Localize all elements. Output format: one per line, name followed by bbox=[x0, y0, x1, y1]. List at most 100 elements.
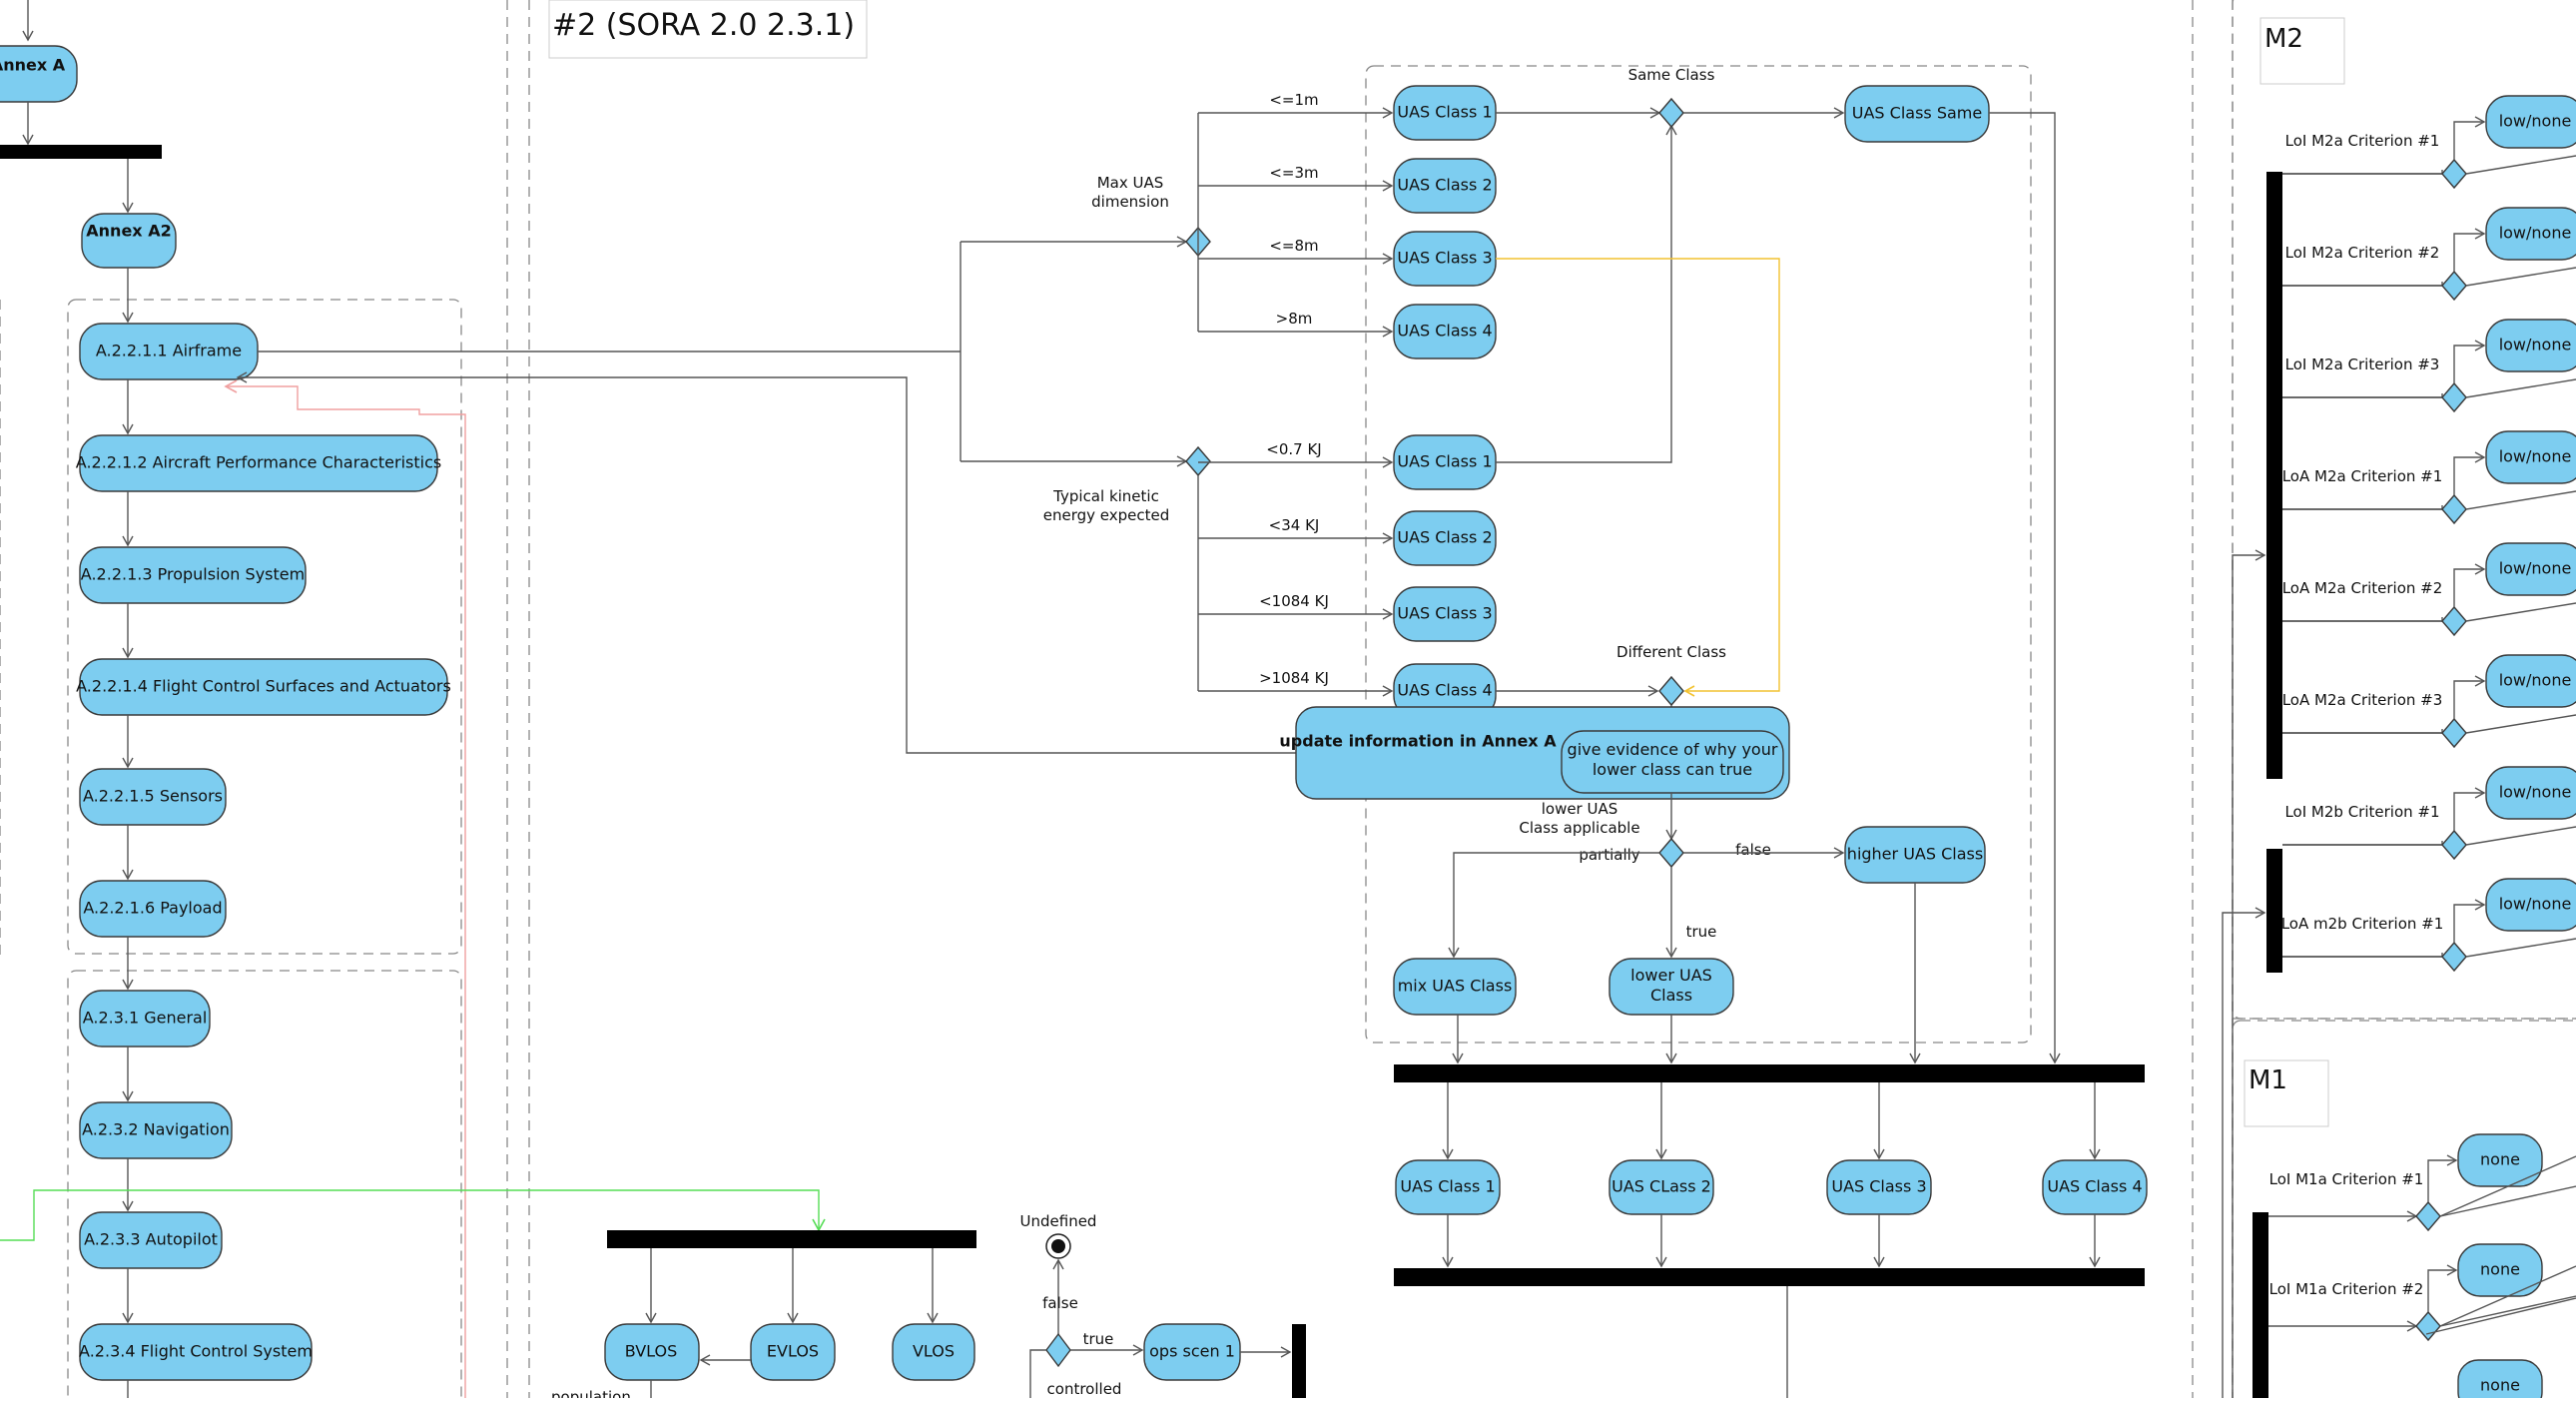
left-item-6[interactable]: A.2.2.1.6 Payload bbox=[79, 880, 227, 938]
m2-criterion-label-1: LoI M2a Criterion #1 bbox=[2285, 132, 2440, 150]
left-item-5[interactable]: A.2.2.1.5 Sensors bbox=[79, 768, 227, 826]
flow-edge bbox=[2465, 938, 2576, 958]
m1-panel-title: M1 bbox=[2249, 1065, 2287, 1095]
m2-level-node-5[interactable]: low/none bbox=[2485, 542, 2576, 596]
flow-edge bbox=[2222, 907, 2266, 1398]
result-class-node-3[interactable]: UAS Class 3 bbox=[1826, 1159, 1932, 1215]
guard-false: false bbox=[1735, 841, 1771, 859]
result-class-node-2-label: UAS CLass 2 bbox=[1611, 1177, 1711, 1196]
m1a-fork-bar bbox=[2253, 1212, 2268, 1403]
flow-edge bbox=[2453, 228, 2486, 272]
energy-class-node-3[interactable]: UAS Class 3 bbox=[1393, 586, 1497, 642]
m2-criterion-decision-7 bbox=[2441, 829, 2467, 861]
m2-panel-frame bbox=[2232, 0, 2576, 1020]
flow-edge bbox=[2439, 1265, 2576, 1327]
m1-extra-level-node[interactable]: none bbox=[2457, 1359, 2543, 1403]
left-item-3[interactable]: A.2.2.1.3 Propulsion System bbox=[79, 546, 307, 604]
energy-class-node-2-label: UAS Class 2 bbox=[1397, 528, 1492, 547]
result-class-node-2[interactable]: UAS CLass 2 bbox=[1609, 1159, 1714, 1215]
left-item-1[interactable]: A.2.2.1.1 Airframe bbox=[79, 323, 259, 380]
update-annex-edge bbox=[236, 371, 1298, 754]
m2-title-box bbox=[2259, 17, 2345, 85]
energy-class-node-1[interactable]: UAS Class 1 bbox=[1393, 434, 1497, 490]
energy-guard-4: >1084 KJ bbox=[1259, 669, 1329, 687]
higher-class-node[interactable]: higher UAS Class bbox=[1844, 826, 1986, 884]
left-item-8[interactable]: A.2.3.2 Navigation bbox=[79, 1101, 233, 1159]
left-item-3-label: A.2.2.1.3 Propulsion System bbox=[81, 565, 305, 584]
m1-level-node-2[interactable]: none bbox=[2457, 1243, 2543, 1297]
left-item-2[interactable]: A.2.2.1.2 Aircraft Performance Character… bbox=[76, 434, 441, 492]
m2a-fork-bar bbox=[2266, 172, 2282, 779]
m1-level-node-1[interactable]: none bbox=[2457, 1133, 2543, 1187]
m2-level-node-3[interactable]: low/none bbox=[2485, 319, 2576, 372]
energy-guard-3: <1084 KJ bbox=[1259, 592, 1329, 610]
dimension-class-node-1[interactable]: UAS Class 1 bbox=[1393, 85, 1497, 141]
guard-true-bottom: true bbox=[1083, 1330, 1114, 1348]
dimension-guard-1: <=1m bbox=[1269, 91, 1318, 109]
vlos-node[interactable]: VLOS bbox=[892, 1323, 975, 1381]
m2-level-node-7[interactable]: low/none bbox=[2485, 766, 2576, 820]
left-item-10[interactable]: A.2.3.4 Flight Control System bbox=[79, 1323, 313, 1381]
flow-edge bbox=[1029, 1349, 1046, 1398]
flow-edge bbox=[2453, 563, 2486, 607]
left-item-7[interactable]: A.2.3.1 General bbox=[79, 990, 211, 1048]
mix-class-node[interactable]: mix UAS Class bbox=[1393, 958, 1517, 1016]
left-item-4-label: A.2.2.1.4 Flight Control Surfaces and Ac… bbox=[76, 677, 451, 696]
m2-level-node-2[interactable]: low/none bbox=[2485, 207, 2576, 261]
m1-level-node-2-label: none bbox=[2480, 1260, 2520, 1279]
left-item-9[interactable]: A.2.3.3 Autopilot bbox=[79, 1211, 223, 1269]
result-class-node-4[interactable]: UAS Class 4 bbox=[2042, 1159, 2148, 1215]
m1-title-box bbox=[2244, 1059, 2329, 1127]
guard-true: true bbox=[1686, 923, 1717, 941]
left-item-4[interactable]: A.2.2.1.4 Flight Control Surfaces and Ac… bbox=[76, 658, 451, 716]
m2-criterion-decision-8 bbox=[2441, 941, 2467, 973]
m2-level-node-1[interactable]: low/none bbox=[2485, 95, 2576, 149]
m2-criterion-decision-6 bbox=[2441, 717, 2467, 749]
dimension-class-node-1-label: UAS Class 1 bbox=[1397, 103, 1492, 122]
left-item-9-label: A.2.3.3 Autopilot bbox=[84, 1230, 218, 1249]
flow-edge bbox=[2453, 451, 2486, 495]
result-class-node-1[interactable]: UAS Class 1 bbox=[1395, 1159, 1501, 1215]
guard-partially: partially bbox=[1579, 846, 1639, 864]
different-class-edge bbox=[1496, 258, 1780, 697]
dimension-class-node-2[interactable]: UAS Class 2 bbox=[1393, 158, 1497, 214]
m1-criterion-decision-2 bbox=[2415, 1310, 2441, 1342]
m2-level-node-8-label: low/none bbox=[2499, 895, 2572, 914]
dimension-class-node-3[interactable]: UAS Class 3 bbox=[1393, 231, 1497, 287]
dimension-guard-3: <=8m bbox=[1269, 237, 1318, 255]
evlos-node[interactable]: EVLOS bbox=[750, 1323, 836, 1381]
bvlos-node[interactable]: BVLOS bbox=[604, 1323, 700, 1381]
diagram-title-box bbox=[548, 0, 868, 59]
m2-criterion-decision-4 bbox=[2441, 493, 2467, 525]
left-item-5-label: A.2.2.1.5 Sensors bbox=[83, 787, 223, 806]
left-item-2-label: A.2.2.1.2 Aircraft Performance Character… bbox=[76, 453, 441, 472]
result-class-node-4-label: UAS Class 4 bbox=[2047, 1177, 2142, 1196]
energy-class-node-1-label: UAS Class 1 bbox=[1397, 452, 1492, 471]
energy-class-node-2[interactable]: UAS Class 2 bbox=[1393, 510, 1497, 566]
annex-a-node[interactable]: Annex A bbox=[0, 45, 78, 103]
dimension-guard-2: <=3m bbox=[1269, 164, 1318, 182]
m2-level-node-6[interactable]: low/none bbox=[2485, 654, 2576, 708]
m2-criterion-decision-1 bbox=[2441, 158, 2467, 190]
m2-level-node-8[interactable]: low/none bbox=[2485, 878, 2576, 932]
ops-scen-node[interactable]: ops scen 1 bbox=[1143, 1323, 1241, 1381]
left-item-6-label: A.2.2.1.6 Payload bbox=[83, 899, 222, 918]
flow-edge bbox=[2453, 675, 2486, 719]
svg-text:Annex A2: Annex A2 bbox=[86, 222, 171, 241]
flow-edge bbox=[2465, 602, 2576, 622]
m2-level-node-4[interactable]: low/none bbox=[2485, 430, 2576, 484]
m1-criterion-decision-1 bbox=[2415, 1200, 2441, 1232]
uas-class-same-node[interactable]: UAS Class Same bbox=[1844, 85, 1990, 143]
flow-edge bbox=[2465, 490, 2576, 510]
different-class-label: Different Class bbox=[1616, 643, 1726, 661]
dimension-class-node-4[interactable]: UAS Class 4 bbox=[1393, 304, 1497, 359]
flow-edge bbox=[2439, 1185, 2576, 1217]
annex-a2-node[interactable]: Annex A2 bbox=[81, 213, 177, 269]
